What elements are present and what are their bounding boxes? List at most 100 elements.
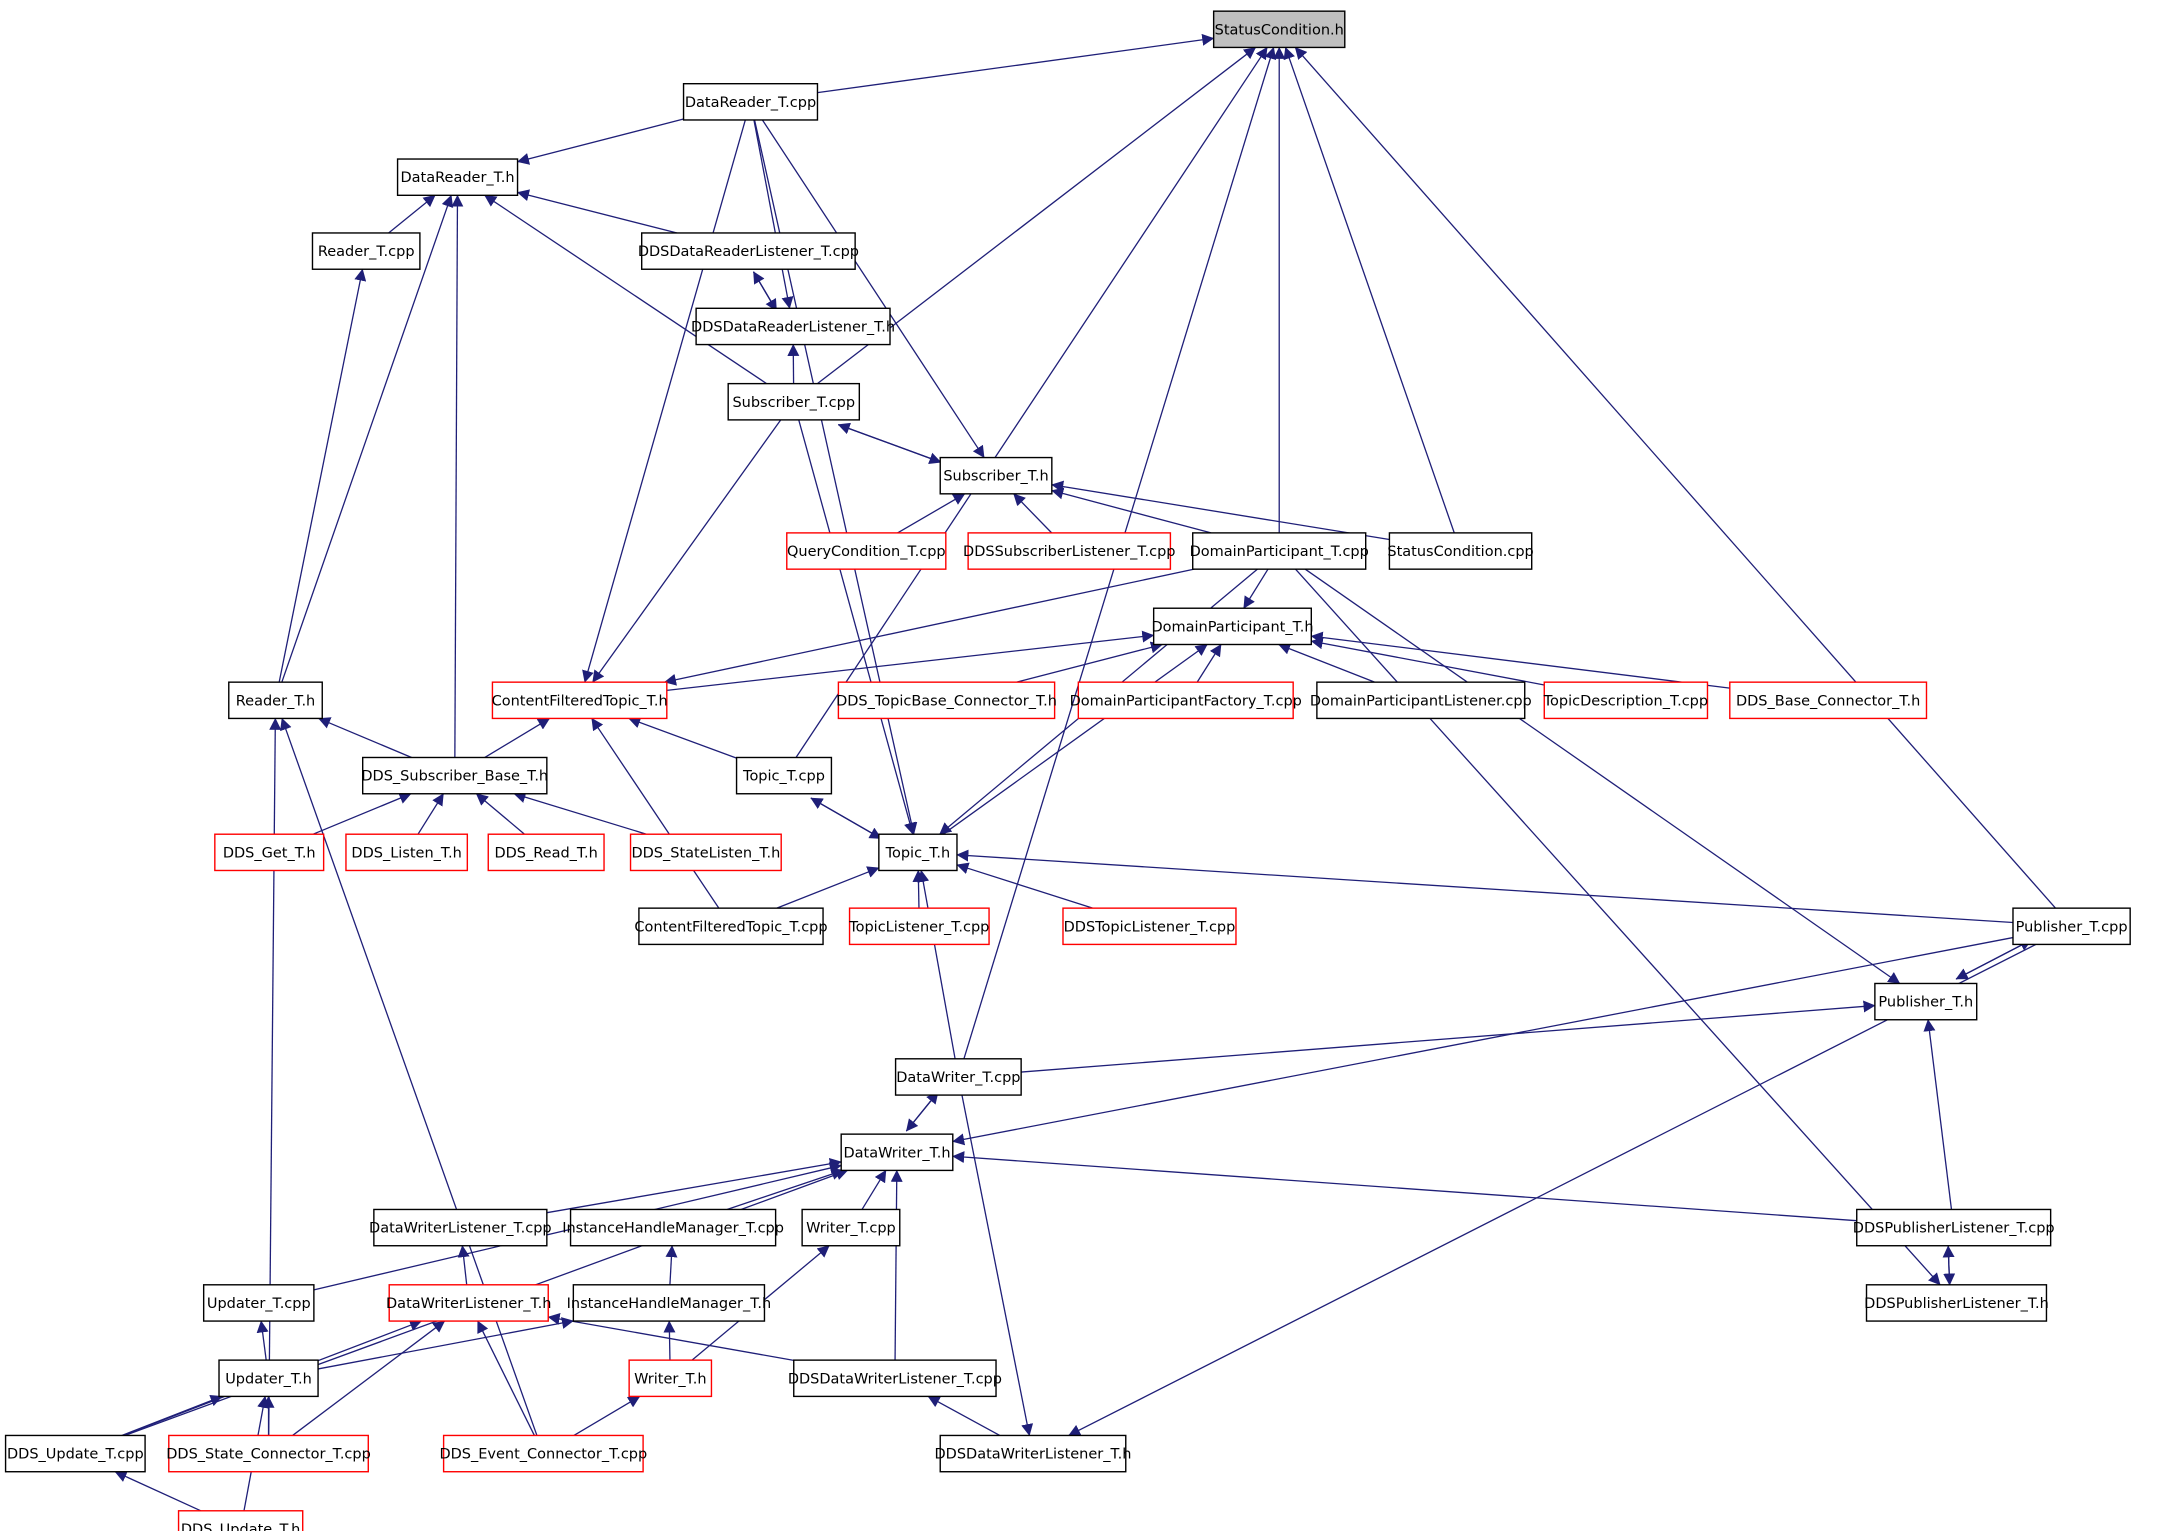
node-box[interactable] xyxy=(4,1434,146,1473)
graph-node-ddsdatawriterlistener-t-h[interactable]: DDSDataWriterListener_T.h xyxy=(935,1434,1132,1473)
node-box[interactable] xyxy=(840,1133,954,1172)
node-box[interactable] xyxy=(638,907,824,946)
graph-node-datawriter-t-cpp[interactable]: DataWriter_T.cpp xyxy=(894,1058,1022,1096)
node-box[interactable] xyxy=(218,1359,319,1398)
graph-node-instancehandlemanager-t-h[interactable]: InstanceHandleManager_T.h xyxy=(567,1284,772,1322)
node-box[interactable] xyxy=(629,833,782,872)
graph-node-dds-event-connector-t-cpp[interactable]: DDS_Event_Connector_T.cpp xyxy=(439,1434,647,1473)
node-box[interactable] xyxy=(214,833,325,872)
node-box[interactable] xyxy=(682,82,819,121)
node-box[interactable] xyxy=(491,681,668,720)
graph-node-writer-t-cpp[interactable]: Writer_T.cpp xyxy=(801,1208,901,1247)
graph-node-reader-t-cpp[interactable]: Reader_T.cpp xyxy=(311,232,421,270)
graph-node-dds-state-connector-t-cpp[interactable]: DDS_State_Connector_T.cpp xyxy=(166,1434,371,1473)
graph-node-dds-get-t-h[interactable]: DDS_Get_T.h xyxy=(214,833,325,872)
node-box[interactable] xyxy=(1077,681,1294,720)
node-box[interactable] xyxy=(793,1359,997,1398)
node-box[interactable] xyxy=(373,1208,548,1247)
node-box[interactable] xyxy=(967,532,1172,570)
node-box[interactable] xyxy=(177,1510,304,1531)
graph-node-topiclistener-t-cpp[interactable]: TopicListener_T.cpp xyxy=(848,907,990,946)
graph-node-status-condition-h[interactable]: StatusCondition.h xyxy=(1212,10,1346,49)
graph-node-ddstopiclistener-t-cpp[interactable]: DDSTopicListener_T.cpp xyxy=(1062,907,1237,946)
graph-node-statuscondition-cpp[interactable]: StatusCondition.cpp xyxy=(1387,532,1534,570)
node-box[interactable] xyxy=(695,307,891,346)
node-box[interactable] xyxy=(1316,681,1526,720)
node-box[interactable] xyxy=(1388,532,1533,570)
node-box[interactable] xyxy=(1874,982,1978,1021)
graph-node-subscriber-t-cpp[interactable]: Subscriber_T.cpp xyxy=(727,382,861,421)
node-box[interactable] xyxy=(848,907,990,946)
graph-node-publisher-t-cpp[interactable]: Publisher_T.cpp xyxy=(2012,907,2131,946)
node-box[interactable] xyxy=(487,833,605,872)
node-box[interactable] xyxy=(1212,10,1346,49)
graph-node-ddsdatareaderlistener-t-h[interactable]: DDSDataReaderListener_T.h xyxy=(691,307,895,346)
graph-node-ddsdatawriterlistener-t-cpp[interactable]: DDSDataWriterListener_T.cpp xyxy=(788,1359,1002,1398)
node-box[interactable] xyxy=(1062,907,1237,946)
graph-node-dds-subscriber-base-t-h[interactable]: DDS_Subscriber_Base_T.h xyxy=(361,756,548,795)
graph-node-dds-base-connector-t-h[interactable]: DDS_Base_Connector_T.h xyxy=(1729,681,1928,720)
graph-node-topicdescription-t-cpp[interactable]: TopicDescription_T.cpp xyxy=(1543,681,1709,720)
graph-node-dds-statelisten-t-h[interactable]: DDS_StateListen_T.h xyxy=(629,833,782,872)
graph-node-datareader-t-h[interactable]: DataReader_T.h xyxy=(396,158,519,196)
node-box[interactable] xyxy=(572,1284,766,1322)
node-box[interactable] xyxy=(228,681,323,720)
graph-node-updater-t-cpp[interactable]: Updater_T.cpp xyxy=(202,1284,315,1322)
graph-node-dds-update-t-cpp[interactable]: DDS_Update_T.cpp xyxy=(4,1434,146,1473)
graph-node-subscriber-t-h[interactable]: Subscriber_T.h xyxy=(939,456,1053,495)
graph-node-domainparticipant-t-cpp[interactable]: DomainParticipant_T.cpp xyxy=(1190,532,1369,570)
node-box[interactable] xyxy=(727,382,861,421)
graph-node-writer-t-h[interactable]: Writer_T.h xyxy=(628,1359,713,1398)
node-box[interactable] xyxy=(1856,1208,2052,1247)
graph-node-domainparticipantfactory-t-cpp[interactable]: DomainParticipantFactory_T.cpp xyxy=(1070,681,1302,720)
node-box[interactable] xyxy=(735,756,833,795)
node-box[interactable] xyxy=(345,833,469,872)
graph-node-topic-t-cpp[interactable]: Topic_T.cpp xyxy=(735,756,833,795)
node-box[interactable] xyxy=(878,833,958,872)
node-box[interactable] xyxy=(1192,532,1367,570)
node-box[interactable] xyxy=(837,681,1056,720)
node-box[interactable] xyxy=(1152,607,1313,646)
node-box[interactable] xyxy=(569,1208,777,1247)
graph-node-querycondition-t-cpp[interactable]: QueryCondition_T.cpp xyxy=(786,532,947,570)
graph-node-publisher-t-h[interactable]: Publisher_T.h xyxy=(1874,982,1978,1021)
node-box[interactable] xyxy=(1865,1284,2048,1322)
node-box[interactable] xyxy=(1543,681,1709,720)
node-box[interactable] xyxy=(311,232,421,270)
node-box[interactable] xyxy=(168,1434,369,1473)
graph-node-ddssubscriberlistener-t-cpp[interactable]: DDSSubscriberListener_T.cpp xyxy=(963,532,1175,570)
node-box[interactable] xyxy=(939,1434,1127,1473)
graph-node-ddspublisherlistener-t-cpp[interactable]: DDSPublisherListener_T.cpp xyxy=(1853,1208,2055,1247)
graph-node-ddsdatareaderlistener-t-cpp[interactable]: DDSDataReaderListener_T.cpp xyxy=(638,232,859,270)
graph-node-ddspublisherlistener-t-h[interactable]: DDSPublisherListener_T.h xyxy=(1864,1284,2049,1322)
graph-node-instancehandlemanager-t-cpp[interactable]: InstanceHandleManager_T.cpp xyxy=(562,1208,784,1247)
graph-node-dds-listen-t-h[interactable]: DDS_Listen_T.h xyxy=(345,833,469,872)
node-box[interactable] xyxy=(1729,681,1928,720)
node-box[interactable] xyxy=(396,158,519,196)
graph-node-domainparticipant-t-h[interactable]: DomainParticipant_T.h xyxy=(1151,607,1314,646)
node-box[interactable] xyxy=(362,756,548,795)
graph-node-dds-update-t-h[interactable]: DDS_Update_T.h xyxy=(177,1510,304,1531)
graph-node-datawriterlistener-t-cpp[interactable]: DataWriterListener_T.cpp xyxy=(369,1208,552,1247)
node-box[interactable] xyxy=(641,232,856,270)
graph-node-reader-t-h[interactable]: Reader_T.h xyxy=(228,681,323,720)
graph-node-datareader-t-cpp[interactable]: DataReader_T.cpp xyxy=(682,82,819,121)
node-box[interactable] xyxy=(894,1058,1022,1096)
graph-node-dds-read-t-h[interactable]: DDS_Read_T.h xyxy=(487,833,605,872)
node-box[interactable] xyxy=(388,1284,549,1322)
graph-node-contentfilteredtopic-t-h[interactable]: ContentFilteredTopic_T.h xyxy=(491,681,668,720)
graph-node-contentfilteredtopic-t-cpp[interactable]: ContentFilteredTopic_T.cpp xyxy=(634,907,828,946)
node-box[interactable] xyxy=(801,1208,901,1247)
graph-node-updater-t-h[interactable]: Updater_T.h xyxy=(218,1359,319,1398)
graph-node-domainparticipantlistener-cpp[interactable]: DomainParticipantListener.cpp xyxy=(1310,681,1532,720)
node-box[interactable] xyxy=(442,1434,644,1473)
node-box[interactable] xyxy=(939,456,1053,495)
graph-node-dds-topicbase-connector-t-h[interactable]: DDS_TopicBase_Connector_T.h xyxy=(836,681,1057,720)
graph-node-datawriter-t-h[interactable]: DataWriter_T.h xyxy=(840,1133,954,1172)
node-box[interactable] xyxy=(202,1284,315,1322)
node-box[interactable] xyxy=(628,1359,713,1398)
graph-node-topic-t-h[interactable]: Topic_T.h xyxy=(878,833,958,872)
node-box[interactable] xyxy=(2012,907,2131,946)
graph-node-datawriterlistener-t-h[interactable]: DataWriterListener_T.h xyxy=(386,1284,551,1322)
node-box[interactable] xyxy=(786,532,947,570)
